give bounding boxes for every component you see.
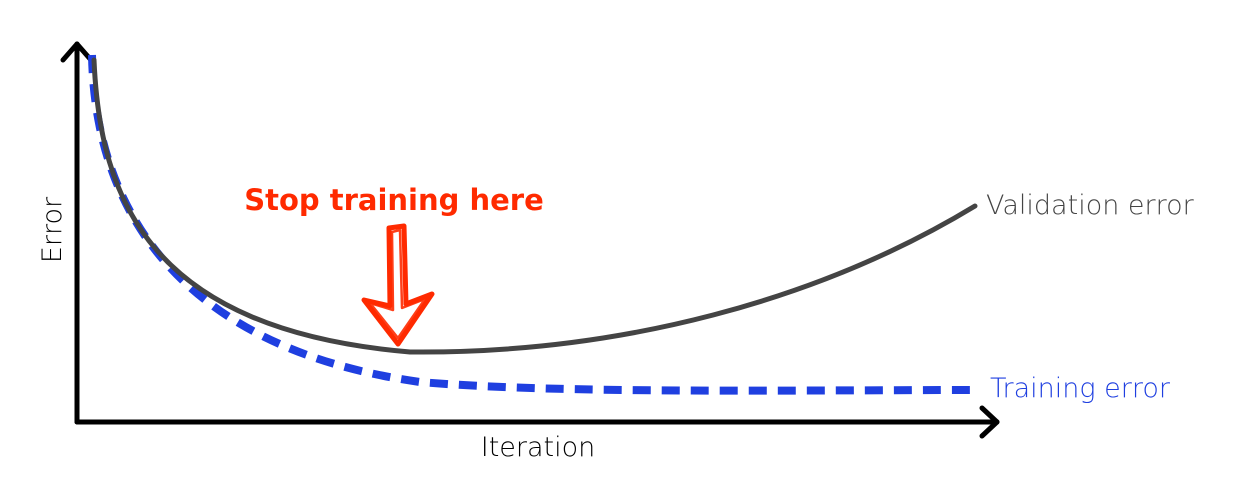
- y-axis-arrowhead: [60, 41, 94, 63]
- x-axis: [74, 405, 1000, 439]
- validation-error-label: Validation error: [986, 190, 1195, 221]
- down-arrow-outline: [361, 223, 435, 347]
- training-error-curve: [88, 54, 976, 395]
- down-arrow-sketch-stroke: [368, 228, 427, 340]
- stop-training-label: Stop training here: [244, 183, 544, 217]
- training-error-label: Training error: [990, 373, 1171, 404]
- down-arrow-icon: [361, 223, 435, 347]
- y-axis: [60, 41, 94, 425]
- x-axis-label: Iteration: [481, 432, 596, 463]
- y-axis-label: Error: [37, 196, 68, 263]
- validation-error-curve: [91, 57, 978, 355]
- x-axis-arrowhead: [979, 405, 1000, 439]
